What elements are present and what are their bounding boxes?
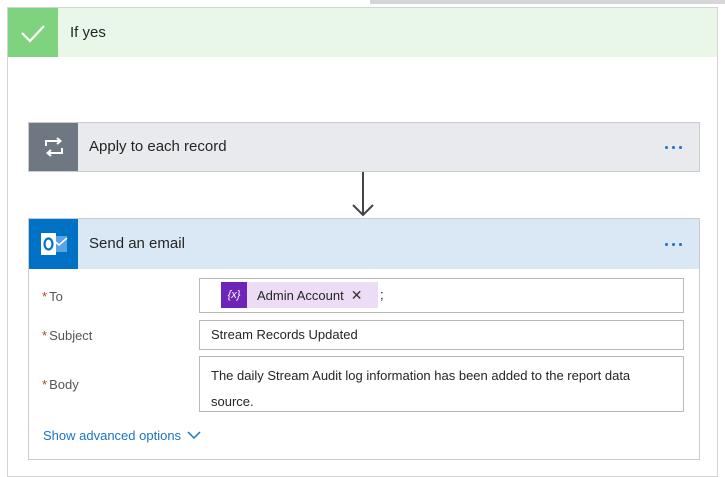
check-icon <box>8 8 58 57</box>
apply-to-each-card[interactable]: Apply to each record <box>28 122 700 172</box>
recipient-separator: ; <box>380 287 384 302</box>
subject-label: *Subject <box>42 328 93 343</box>
more-icon[interactable] <box>657 219 689 269</box>
admin-account-token[interactable]: {x} Admin Account ✕ <box>221 282 378 308</box>
apply-card-title: Apply to each record <box>89 138 227 155</box>
subject-field[interactable]: Stream Records Updated <box>199 320 684 350</box>
variable-icon: {x} <box>221 282 247 308</box>
top-edge-strip <box>370 0 725 4</box>
loop-icon <box>29 123 78 171</box>
body-field[interactable]: The daily Stream Audit log information h… <box>199 356 684 412</box>
body-label: *Body <box>42 377 79 392</box>
more-icon[interactable] <box>657 123 689 171</box>
send-email-card: Send an email *To {x} Admin Account ✕ ; … <box>28 218 700 460</box>
send-email-header[interactable]: Send an email <box>29 219 699 269</box>
close-icon[interactable]: ✕ <box>350 286 363 303</box>
subject-value: Stream Records Updated <box>211 327 358 342</box>
if-yes-header[interactable]: If yes <box>8 8 717 57</box>
token-label: Admin Account <box>257 287 344 303</box>
advanced-label: Show advanced options <box>43 428 182 443</box>
chevron-down-icon <box>187 431 201 440</box>
if-yes-label: If yes <box>70 24 106 41</box>
outlook-icon <box>29 219 78 269</box>
to-field[interactable]: {x} Admin Account ✕ ; <box>199 278 684 313</box>
show-advanced-options-link[interactable]: Show advanced options <box>43 428 201 443</box>
send-email-title: Send an email <box>89 235 185 252</box>
arrow-down-icon <box>352 172 374 223</box>
body-value: The daily Stream Audit log information h… <box>211 368 631 409</box>
to-label: *To <box>42 289 63 304</box>
